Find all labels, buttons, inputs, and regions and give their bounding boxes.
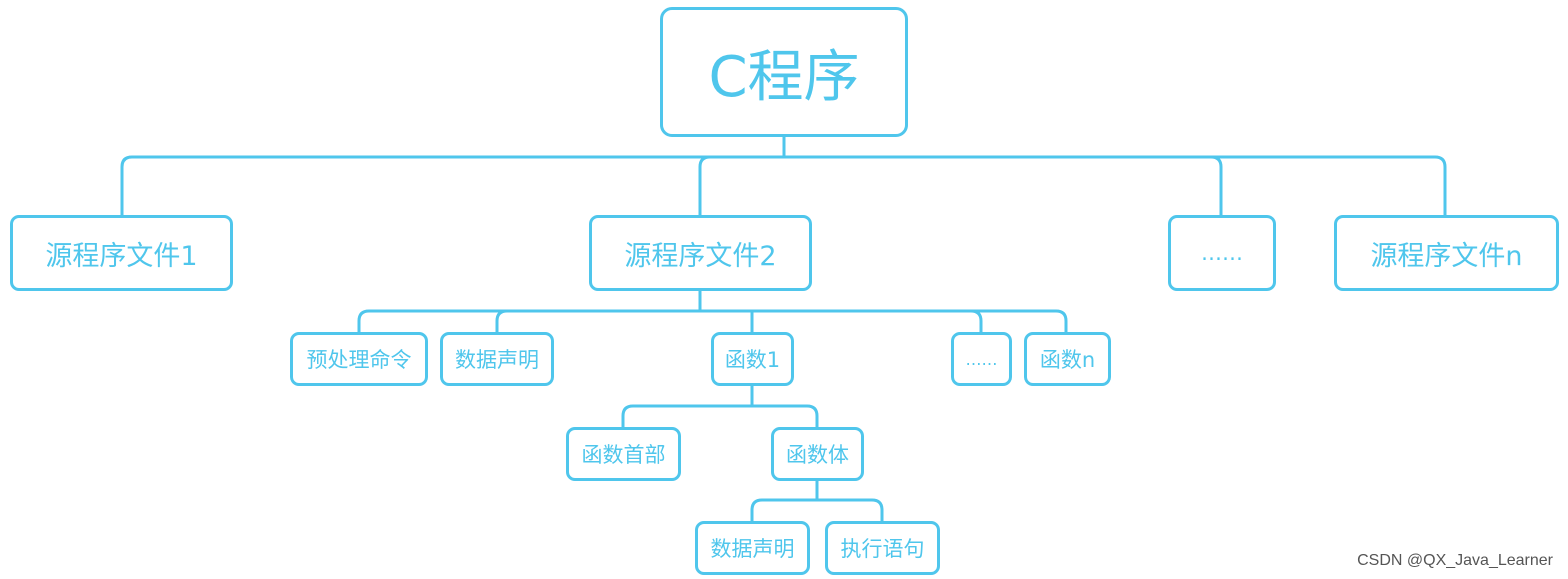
node-body-data-declaration: 数据声明 [695,521,810,575]
node-function-body: 函数体 [771,427,864,481]
node-function-ellipsis: …… [951,332,1012,386]
node-function-1: 函数1 [711,332,794,386]
node-preprocess-commands: 预处理命令 [290,332,428,386]
node-c-program: C程序 [660,7,908,137]
connector-root-to-files [120,134,1447,218]
connector-file2-to-items [357,288,1068,336]
watermark-text: CSDN @QX_Java_Learner [1357,552,1553,569]
node-source-file-1: 源程序文件1 [10,215,233,291]
node-source-file-n: 源程序文件n [1334,215,1559,291]
node-source-file-2: 源程序文件2 [589,215,812,291]
node-function-header: 函数首部 [566,427,681,481]
connector-func1-to-parts [621,383,819,431]
node-source-file-ellipsis: …… [1168,215,1276,291]
node-execution-statements: 执行语句 [825,521,940,575]
node-function-n: 函数n [1024,332,1111,386]
node-data-declaration: 数据声明 [440,332,554,386]
connector-body-to-parts [750,478,884,525]
